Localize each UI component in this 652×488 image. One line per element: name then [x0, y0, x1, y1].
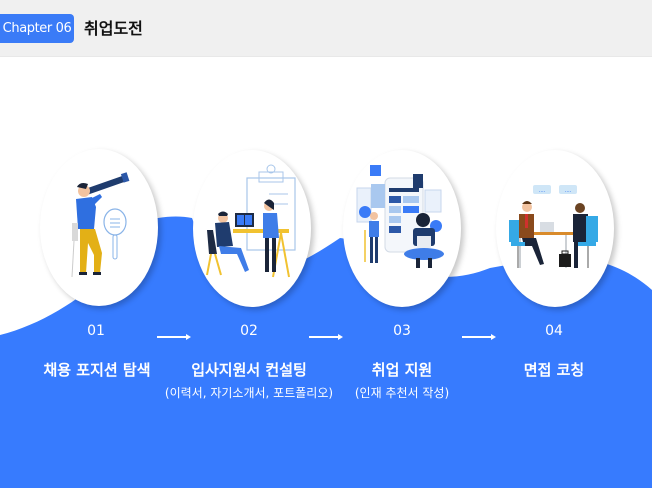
arrow-right-icon [462, 333, 496, 341]
step-2-title: 입사지원서 컨설팅 [191, 361, 307, 379]
arrow-right-icon [157, 333, 191, 341]
step-4-illustration: .... .... [496, 150, 614, 307]
step-4-title: 면접 코칭 [523, 361, 585, 379]
svg-text:....: .... [539, 188, 546, 194]
svg-text:....: .... [565, 188, 572, 194]
step-3-title: 취업 지원 [371, 361, 433, 379]
app-development-icon [356, 165, 444, 268]
step-4-number: 04 [545, 323, 563, 339]
step-1-number: 01 [87, 323, 105, 339]
resume-consulting-icon [206, 164, 296, 278]
step-2-subtitle: (이력서, 자기소개서, 포트폴리오) [164, 386, 334, 400]
header-bar: Chapter 06 취업도전 [0, 0, 652, 57]
step-1-illustration [40, 149, 158, 306]
interview-icon: .... .... [509, 185, 598, 268]
step-3-subtitle: (인재 추천서 작성) [354, 386, 450, 400]
telescope-search-icon [71, 172, 130, 278]
page-title: 취업도전 [84, 19, 143, 38]
step-2-illustration [193, 150, 311, 307]
step-1-title: 채용 포지션 탐색 [43, 361, 151, 379]
step-2-number: 02 [240, 323, 258, 339]
step-3-number: 03 [393, 323, 411, 339]
arrow-right-icon [309, 333, 343, 341]
step-3-illustration [343, 150, 461, 307]
chapter-badge: Chapter 06 [0, 14, 74, 43]
